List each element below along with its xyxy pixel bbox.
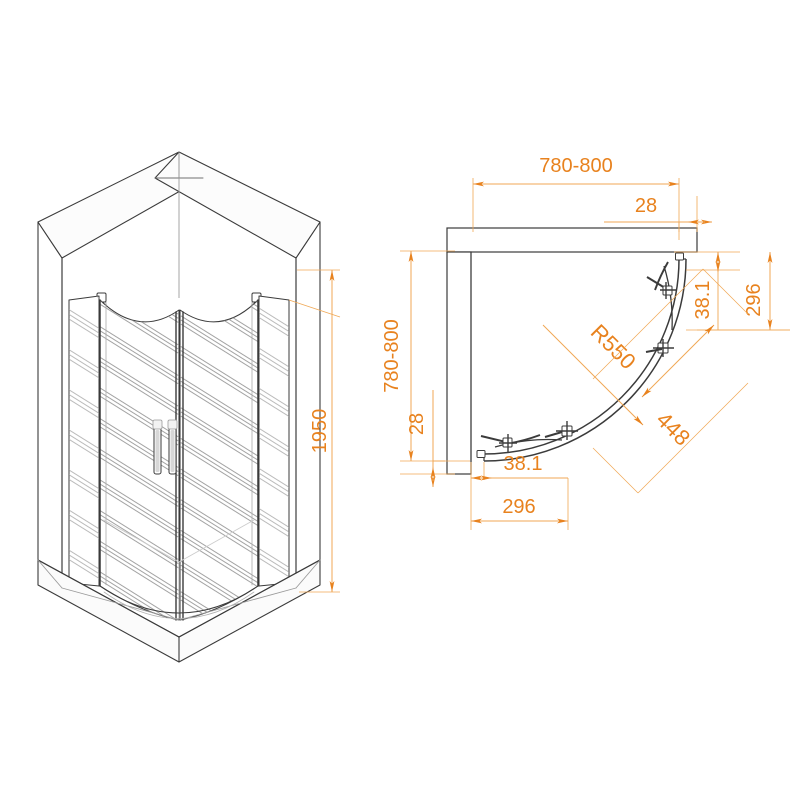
dimension-width-top: 780-800 (472, 155, 680, 240)
interior-floor-lines (103, 519, 255, 619)
plan-view: 780-800 28 780-800 (381, 155, 790, 530)
plan-roller-lower-2 (544, 421, 578, 440)
door-handle-left[interactable] (152, 419, 163, 475)
dimension-width-left: 780-800 (381, 250, 470, 462)
dimension-label-glass-bottom: 38.1 (504, 453, 543, 475)
plan-leader-lines (592, 268, 749, 494)
dimension-label-door-opening: 448 (651, 407, 695, 451)
fixed-glass-panels (68, 295, 290, 587)
dimension-label-profile-left: 28 (406, 413, 428, 435)
dimension-radius: R550 (542, 319, 644, 426)
dimension-label-height: 1950 (309, 409, 331, 454)
dimension-glass-right: 38.1 (674, 251, 740, 330)
door-handle-right[interactable] (167, 419, 178, 475)
isometric-view (37, 151, 321, 663)
sliding-doors[interactable] (99, 299, 259, 621)
isometric-leader-line (288, 299, 341, 318)
wall-panels (37, 151, 321, 589)
dimension-label-width-left: 780-800 (381, 319, 403, 392)
plan-curved-glass (476, 252, 687, 462)
dimension-profile-top: 28 (604, 195, 712, 232)
plan-top-profile (446, 227, 698, 253)
shower-tray (37, 559, 321, 663)
plan-inner-edges (470, 251, 697, 462)
dimension-offset-bottom: 296 (470, 478, 569, 530)
dimension-label-radius: R550 (586, 319, 641, 374)
dimension-label-glass-right: 38.1 (692, 281, 714, 320)
plan-roller-lower (480, 434, 517, 452)
dimension-door-opening: 448 (592, 268, 749, 494)
dimension-label-offset-right: 296 (743, 283, 765, 316)
plan-left-profile (446, 251, 472, 475)
dimension-glass-bottom: 38.1 (470, 453, 568, 498)
dimension-label-width-top: 780-800 (539, 155, 612, 177)
dimension-label-profile-top: 28 (635, 195, 657, 217)
plan-door-leaves[interactable] (494, 261, 673, 448)
plan-roller-upper (646, 276, 677, 299)
dimension-profile-left: 28 (400, 390, 455, 487)
dimension-height-1950: 1950 (297, 269, 340, 593)
dimension-label-offset-bottom: 296 (502, 496, 535, 518)
